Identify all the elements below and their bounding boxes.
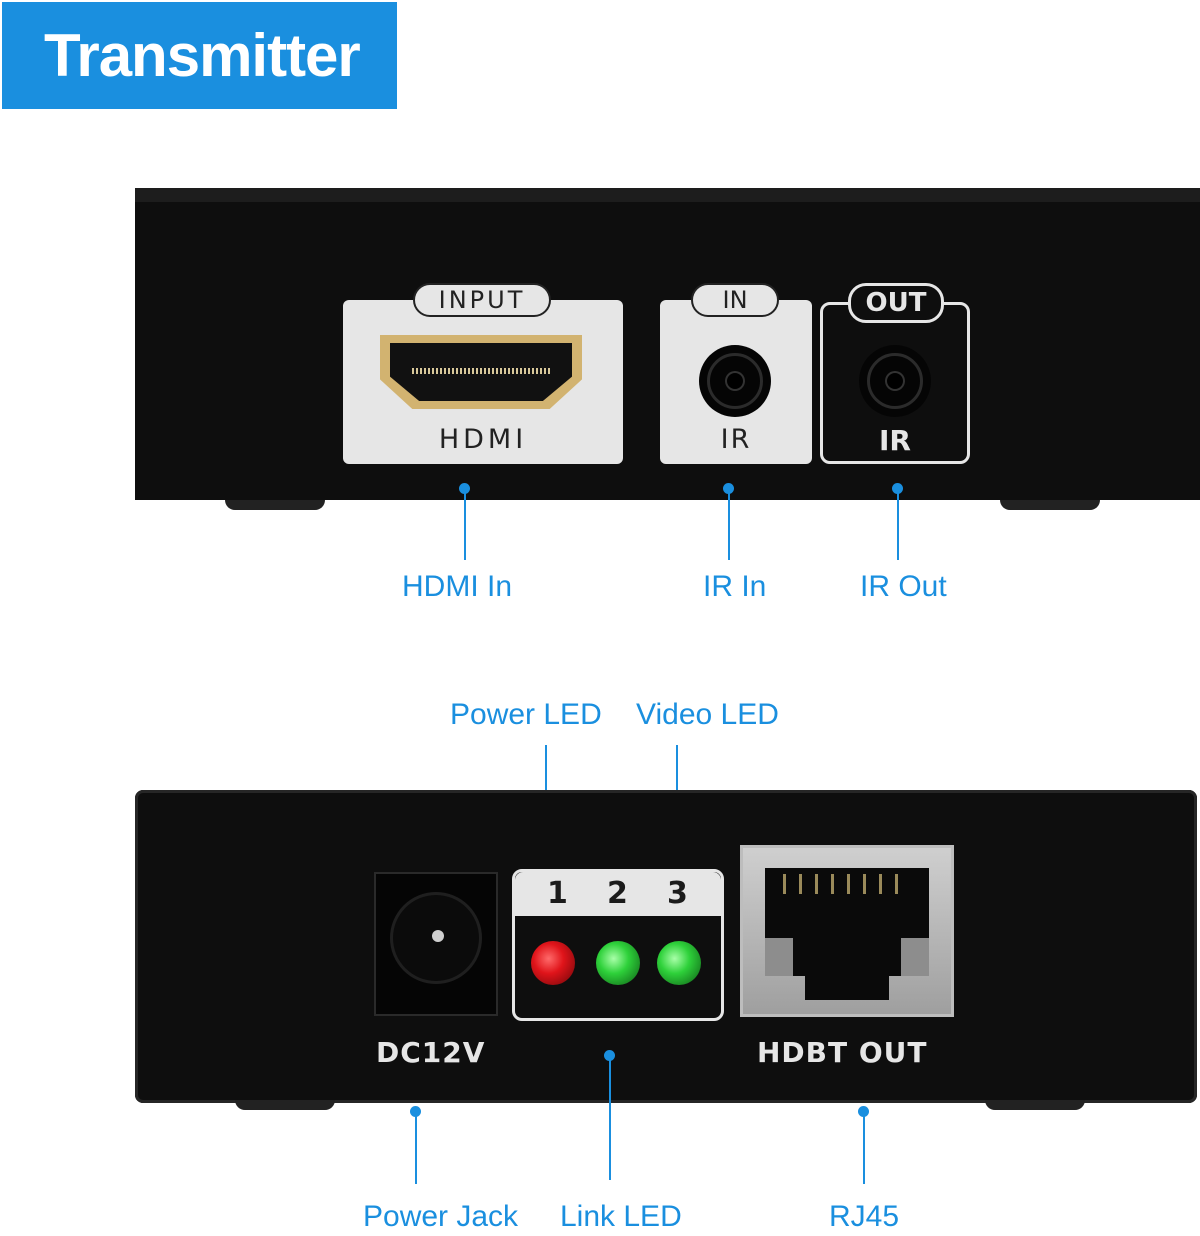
callout-hdmi-in: HDMI In (402, 570, 513, 603)
rj45-label: HDBT OUT (757, 1036, 928, 1069)
callout-ir-out: IR Out (860, 570, 947, 603)
power-led (531, 941, 575, 985)
led-number: 3 (667, 876, 688, 911)
ir-out-tab: OUT (848, 283, 944, 323)
device-foot (985, 1100, 1085, 1110)
hdmi-port-pins (412, 368, 550, 374)
device-top-edge (135, 188, 1200, 202)
callout-power-jack: Power Jack (363, 1200, 519, 1233)
link-led (596, 941, 640, 985)
callout-dot (410, 1106, 421, 1117)
led-number: 1 (547, 876, 568, 911)
callout-line (897, 488, 899, 560)
ir-in-jack[interactable] (699, 345, 771, 417)
ir-out-jack[interactable] (859, 345, 931, 417)
video-led (657, 941, 701, 985)
page-title: Transmitter (2, 2, 397, 109)
led-panel (512, 869, 724, 1021)
input-tab: INPUT (413, 283, 551, 317)
callout-dot (604, 1050, 615, 1061)
callout-line (728, 488, 730, 560)
device-foot (235, 1100, 335, 1110)
callout-ir-in: IR In (703, 570, 767, 603)
hdmi-port-label: HDMI (438, 424, 528, 455)
device-foot (225, 500, 325, 510)
led-number: 2 (607, 876, 628, 911)
ir-in-tab: IN (691, 283, 779, 317)
callout-link-led: Link LED (560, 1200, 682, 1233)
callout-line (464, 488, 466, 560)
callout-dot (858, 1106, 869, 1117)
rj45-port[interactable] (740, 845, 954, 1017)
device-foot (1000, 500, 1100, 510)
power-jack-label: DC12V (376, 1036, 486, 1069)
callout-power-led: Power LED (450, 698, 602, 731)
ir-out-label: IR (879, 424, 911, 457)
ir-in-label: IR (720, 424, 752, 455)
callout-line (415, 1112, 417, 1184)
callout-line (863, 1112, 865, 1184)
callout-video-led: Video LED (636, 698, 779, 731)
power-jack[interactable] (374, 872, 498, 1016)
callout-rj45: RJ45 (829, 1200, 900, 1233)
led-number-strip (515, 872, 721, 916)
callout-line (609, 1058, 611, 1180)
